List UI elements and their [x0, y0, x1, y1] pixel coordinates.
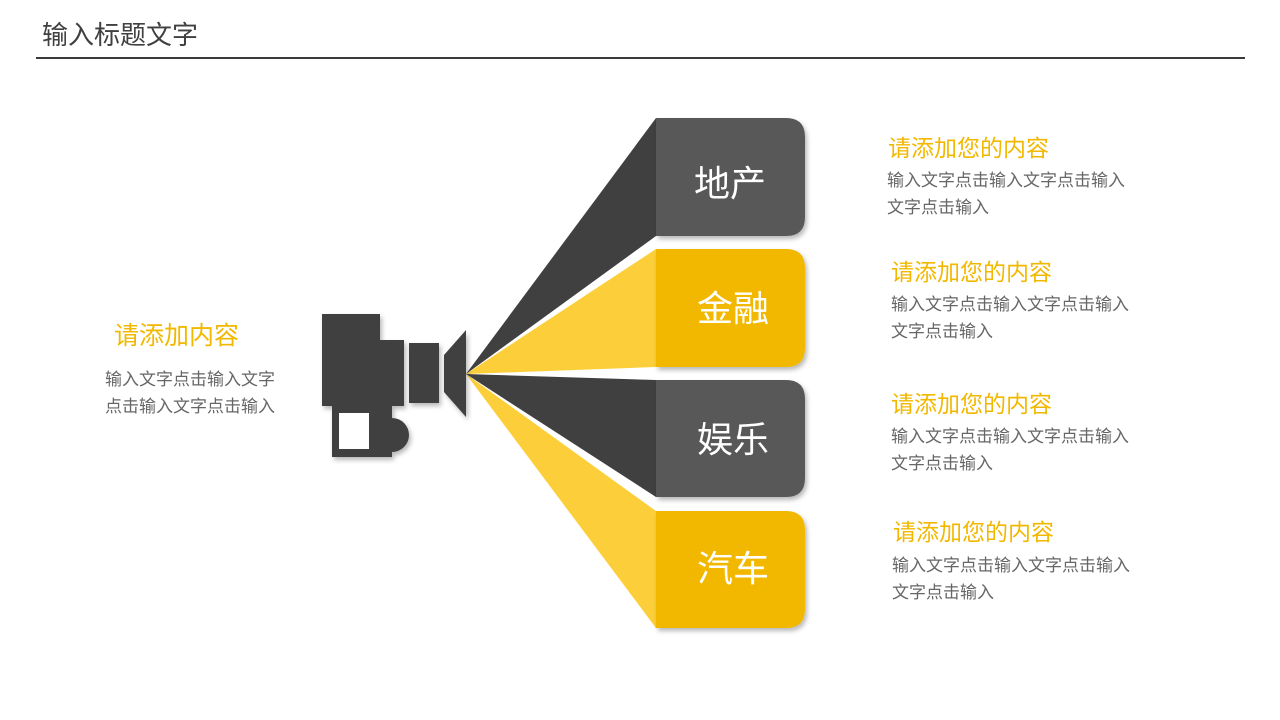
category-label-2: 娱乐	[696, 420, 769, 461]
beam-2	[466, 374, 656, 497]
category-label-1: 金融	[696, 289, 769, 330]
category-label-0: 地产	[693, 164, 766, 205]
item-title-1: 请添加您的内容	[891, 260, 1052, 286]
item-title-0: 请添加您的内容	[888, 136, 1049, 162]
beam-3	[466, 374, 656, 628]
item-body-0: 输入文字点击输入文字点击输入文字点击输入	[887, 171, 1125, 218]
item-body-1: 输入文字点击输入文字点击输入文字点击输入	[891, 295, 1129, 342]
left-title: 请添加内容	[114, 321, 240, 350]
page-title: 输入标题文字	[42, 21, 199, 51]
item-body-2: 输入文字点击输入文字点击输入文字点击输入	[891, 427, 1129, 474]
item-title-2: 请添加您的内容	[891, 392, 1052, 418]
category-label-3: 汽车	[696, 549, 769, 590]
category-box-3[interactable]	[656, 511, 805, 628]
item-title-3: 请添加您的内容	[893, 520, 1054, 546]
category-box-1[interactable]	[656, 249, 805, 367]
camera-viewfinder	[339, 413, 369, 449]
left-body: 输入文字点击输入文字点击输入文字点击输入	[105, 370, 275, 417]
category-box-2[interactable]	[656, 380, 805, 497]
title-divider	[36, 57, 1245, 59]
category-box-0[interactable]	[656, 118, 805, 236]
beam-1	[466, 249, 656, 374]
item-body-3: 输入文字点击输入文字点击输入文字点击输入	[892, 556, 1130, 603]
beam-0	[466, 118, 656, 374]
